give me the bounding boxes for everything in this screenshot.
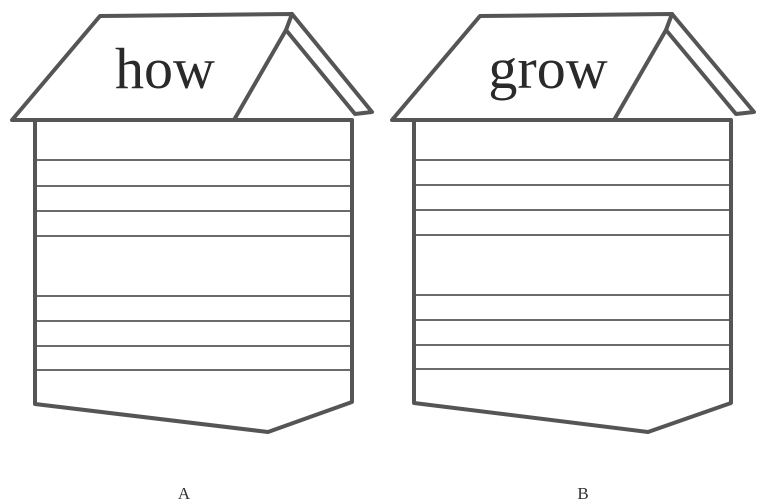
house-a-body — [33, 118, 354, 434]
house-b: grow B — [390, 12, 756, 503]
house-b-roof-ridge — [664, 12, 674, 32]
house-b-body — [412, 118, 733, 434]
house-a-roof-word: how — [115, 36, 215, 101]
house-a-lines-bottom — [37, 295, 350, 371]
house-b-roof — [390, 12, 756, 122]
house-b-lines-bottom — [416, 294, 729, 370]
house-b-caption: B — [577, 484, 588, 503]
house-a: how A — [10, 12, 374, 503]
house-a-caption: A — [178, 484, 191, 503]
house-a-lines-top — [37, 159, 350, 237]
house-b-roof-word: grow — [488, 36, 607, 101]
house-b-lines-top — [416, 159, 729, 236]
house-a-roof — [10, 12, 374, 122]
house-a-roof-ridge — [284, 12, 294, 32]
